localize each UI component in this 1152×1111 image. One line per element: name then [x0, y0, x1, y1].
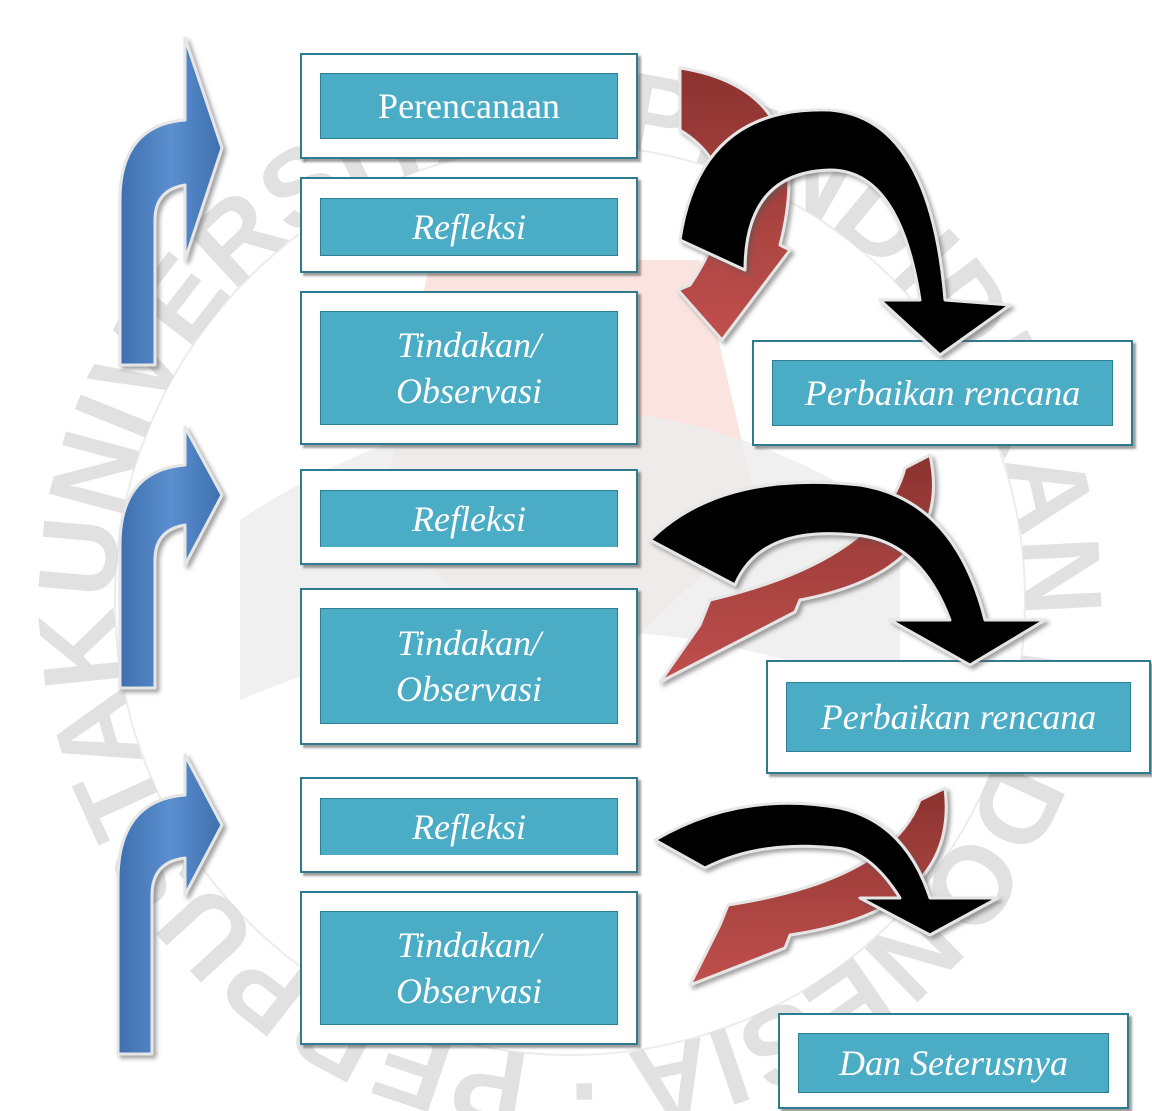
box-refleksi-1-fill: Refleksi [320, 198, 618, 256]
box-perencanaan-fill: Perencanaan [320, 73, 618, 139]
box-refleksi-1-label: Refleksi [412, 207, 526, 247]
box-tindakan-1: Tindakan/ Observasi [300, 291, 638, 445]
box-dan-seterusnya-label: Dan Seterusnya [839, 1043, 1068, 1083]
box-perbaikan-2-fill: Perbaikan rencana [786, 682, 1131, 752]
box-tindakan-3: Tindakan/ Observasi [300, 891, 638, 1045]
box-dan-seterusnya-fill: Dan Seterusnya [798, 1033, 1109, 1093]
box-refleksi-2: Refleksi [300, 469, 638, 565]
box-tindakan-3-line2: Observasi [396, 971, 542, 1011]
box-perbaikan-2-label: Perbaikan rencana [820, 697, 1097, 737]
box-perbaikan-1: Perbaikan rencana [752, 340, 1133, 446]
box-tindakan-2: Tindakan/ Observasi [300, 588, 638, 745]
box-perbaikan-1-fill: Perbaikan rencana [772, 360, 1113, 426]
box-perbaikan-1-label: Perbaikan rencana [804, 373, 1081, 413]
box-perencanaan-label: Perencanaan [378, 86, 560, 126]
box-tindakan-2-line2: Observasi [396, 669, 542, 709]
box-refleksi-3-label: Refleksi [412, 807, 526, 847]
box-tindakan-1-line2: Observasi [396, 371, 542, 411]
box-tindakan-1-line1: Tindakan/ [396, 325, 542, 365]
box-refleksi-2-label: Refleksi [412, 499, 526, 539]
box-tindakan-2-fill: Tindakan/ Observasi [320, 608, 618, 724]
box-tindakan-3-line1: Tindakan/ [396, 925, 542, 965]
box-dan-seterusnya: Dan Seterusnya [778, 1013, 1129, 1109]
box-refleksi-1: Refleksi [300, 177, 638, 273]
box-tindakan-2-line1: Tindakan/ [396, 623, 542, 663]
box-tindakan-1-fill: Tindakan/ Observasi [320, 311, 618, 425]
box-refleksi-3-fill: Refleksi [320, 798, 618, 855]
box-refleksi-3: Refleksi [300, 777, 638, 873]
box-tindakan-3-fill: Tindakan/ Observasi [320, 911, 618, 1025]
box-perbaikan-2: Perbaikan rencana [766, 660, 1151, 774]
box-perencanaan: Perencanaan [300, 53, 638, 159]
box-refleksi-2-fill: Refleksi [320, 490, 618, 547]
